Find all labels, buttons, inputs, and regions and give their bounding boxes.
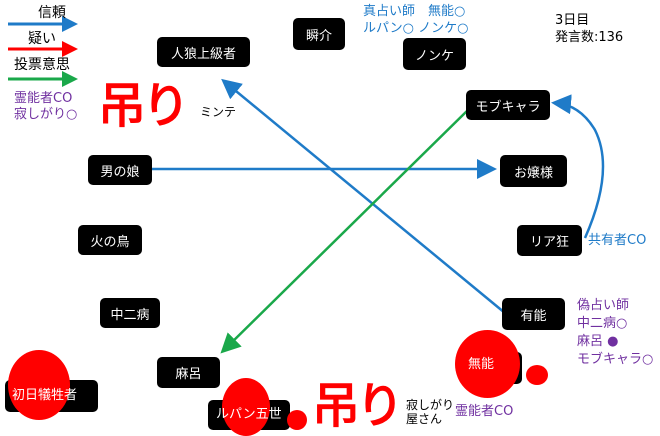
post-count: 発言数:136 <box>555 30 624 45</box>
node-hinotori[interactable]: 火の鳥 <box>78 225 142 255</box>
node-mob[interactable]: モブキャラ <box>466 90 550 120</box>
note-medium-co: 霊能者CO <box>14 91 73 106</box>
day-label: 3日目 <box>555 13 590 28</box>
arrow-riaku-mob <box>551 94 605 239</box>
node-maro[interactable]: 麻呂 <box>157 357 220 388</box>
note-seer-2: ルパン○ ノンケ○ <box>363 21 469 36</box>
blood-splatter <box>455 330 520 398</box>
note-muno: 霊能者CO <box>455 404 514 419</box>
blood-splatter <box>222 378 270 436</box>
node-lupin[interactable]: ルパン五世 <box>216 407 282 422</box>
hanged-label-1: 吊り <box>98 78 190 134</box>
note-yuno-3: 麻呂 ● <box>577 334 619 349</box>
note-sabishi: 寂しがり○ <box>14 107 78 122</box>
legend-arrows <box>8 16 78 87</box>
legend-doubt: 疑い <box>28 31 56 47</box>
blood-splatter <box>8 350 70 420</box>
note-yuno-2: 中二病○ <box>577 316 628 331</box>
blood-splatter <box>287 410 307 430</box>
note-yuno-4: モブキャラ○ <box>577 352 654 367</box>
note-riaku: 共有者CO <box>588 233 647 248</box>
arrow-mob-maro <box>220 107 471 354</box>
node-jinro[interactable]: 人狼上級者 <box>157 37 250 67</box>
node-sabishi[interactable]: 寂しがり屋さん <box>406 398 455 426</box>
node-shunsuke[interactable]: 瞬介 <box>293 18 345 50</box>
node-muno[interactable]: 無能 <box>468 357 495 372</box>
legend-vote: 投票意思 <box>14 57 70 73</box>
note-seer-1: 真占い師 無能○ <box>363 4 466 19</box>
node-minte[interactable]: ミンテ <box>200 105 237 119</box>
node-ojousama[interactable]: お嬢様 <box>500 155 567 187</box>
node-riaku[interactable]: リア狂 <box>517 225 582 256</box>
hanged-label-2: 吊り <box>312 378 404 434</box>
node-otokonoko[interactable]: 男の娘 <box>88 155 152 185</box>
node-shonichi[interactable]: 初日犠牲者 <box>12 388 78 403</box>
arrow-yuno-jinro <box>221 78 506 314</box>
blood-splatter <box>526 365 548 385</box>
node-yuno[interactable]: 有能 <box>502 298 565 330</box>
node-nonke[interactable]: ノンケ <box>403 38 466 70</box>
node-chuuni[interactable]: 中二病 <box>100 298 160 328</box>
note-yuno-1: 偽占い師 <box>577 298 630 313</box>
legend-trust: 信頼 <box>38 5 66 21</box>
